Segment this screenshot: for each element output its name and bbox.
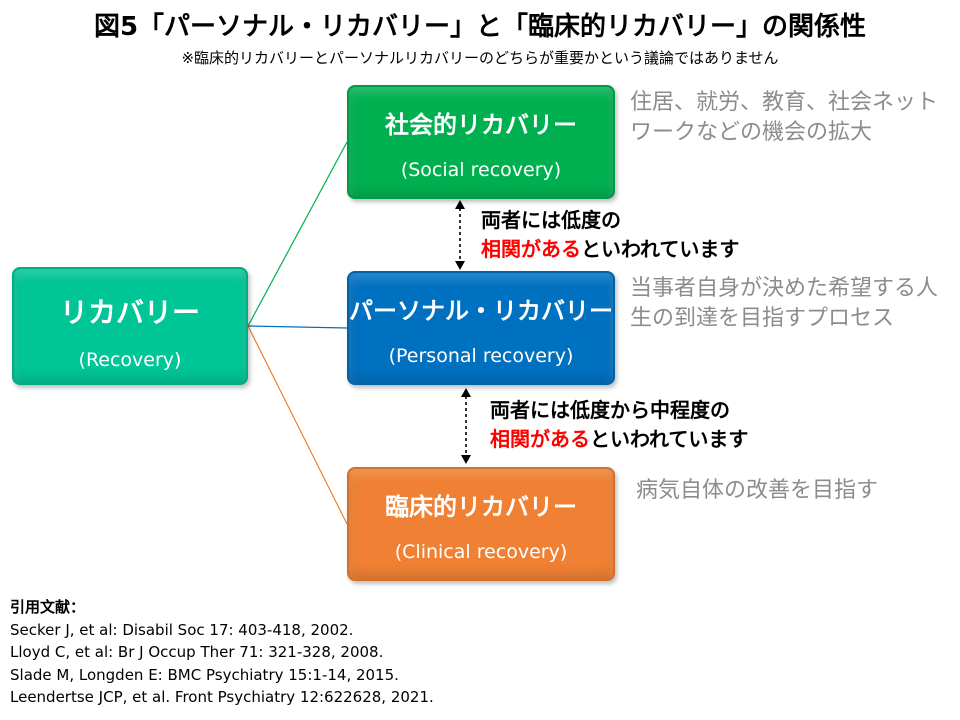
clinical-recovery-box: 臨床的リカバリー (Clinical recovery) xyxy=(347,467,615,581)
reference-item: Lloyd C, et al: Br J Occup Ther 71: 321-… xyxy=(10,643,384,661)
social-recovery-description: 住居、就労、教育、社会ネット ワークなどの機会の拡大 xyxy=(630,90,939,145)
connector-to-personal xyxy=(247,325,348,329)
personal-recovery-en: (Personal recovery) xyxy=(388,345,574,367)
correlation-highlight: 相関がある xyxy=(481,237,581,261)
personal-recovery-name: パーソナル・リカバリー xyxy=(349,297,613,325)
connector-to-clinical xyxy=(247,325,348,525)
recovery-en: (Recovery) xyxy=(78,349,182,371)
reference-item: Secker J, et al: Disabil Soc 17: 403-418… xyxy=(10,620,354,639)
correlation-note-upper: 両者には低度の 相関があるといわれています xyxy=(481,208,740,261)
personal-recovery-description: 当事者自身が決めた希望する人 生の到達を目指すプロセス xyxy=(630,276,939,331)
recovery-box: リカバリー (Recovery) xyxy=(12,267,248,385)
personal-recovery-box: パーソナル・リカバリー (Personal recovery) xyxy=(347,271,615,385)
social-recovery-name: 社会的リカバリー xyxy=(385,111,577,139)
recovery-name: リカバリー xyxy=(59,296,200,329)
social-recovery-box: 社会的リカバリー (Social recovery) xyxy=(347,85,615,199)
social-recovery-en: (Social recovery) xyxy=(400,159,562,181)
reference-item: Leendertse JCP, et al. Front Psychiatry … xyxy=(10,688,434,706)
connector-to-social xyxy=(247,141,348,327)
correlation-note-lower: 両者には低度から中程度の 相関があるといわれています xyxy=(490,398,749,451)
references-title: 引用文献： xyxy=(10,598,86,616)
correlation-highlight: 相関がある xyxy=(490,427,590,451)
page-subtitle: ※臨床的リカバリーとパーソナルリカバリーのどちらが重要かという議論ではありません xyxy=(181,49,779,67)
clinical-recovery-en: (Clinical recovery) xyxy=(394,541,568,563)
clinical-recovery-name: 臨床的リカバリー xyxy=(385,493,577,521)
references: 引用文献： Secker J, et al: Disabil Soc 17: 4… xyxy=(10,596,434,709)
page-title: 図5「パーソナル・リカバリー」と「臨床的リカバリー」の関係性 xyxy=(93,12,867,42)
reference-item: Slade M, Longden E: BMC Psychiatry 15:1-… xyxy=(10,665,399,684)
arrow-personal-clinical xyxy=(461,388,471,464)
arrow-social-personal xyxy=(455,200,465,270)
clinical-recovery-description: 病気自体の改善を目指す xyxy=(636,478,879,503)
